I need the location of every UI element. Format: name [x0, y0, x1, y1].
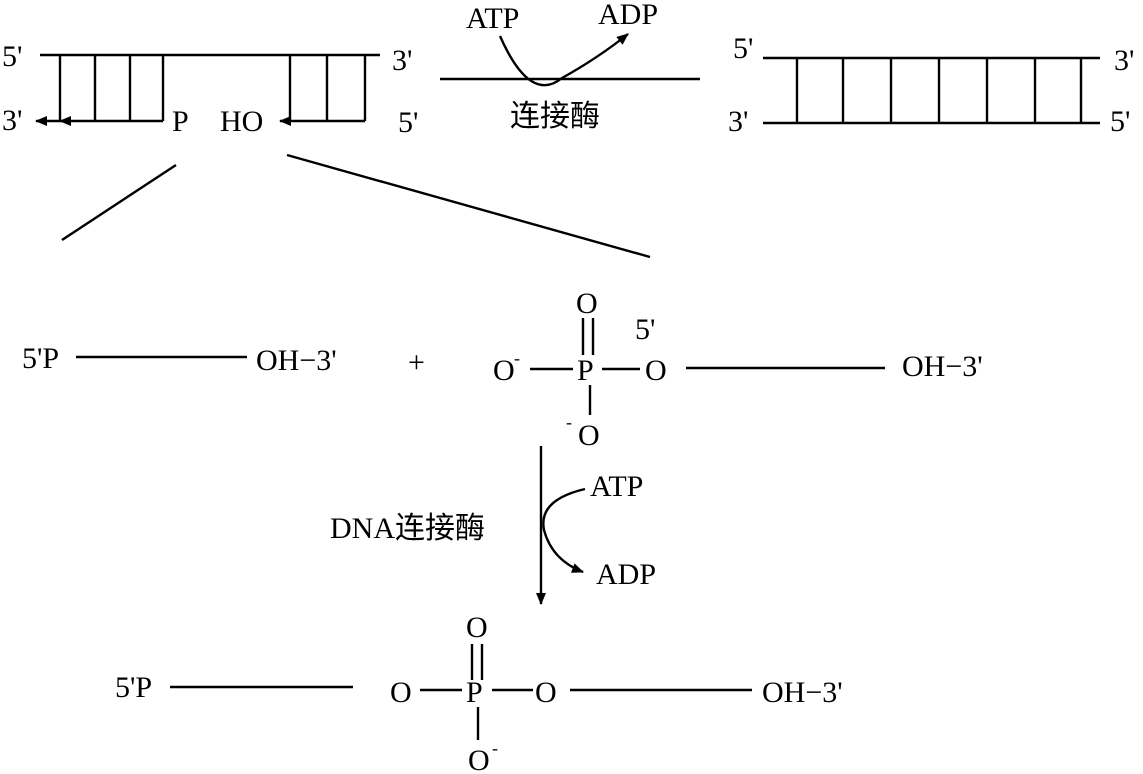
left-fragment-start: 5'P: [22, 342, 59, 375]
product: 5'P O O P O O - OH−3': [115, 611, 843, 774]
product-left-o: O: [390, 676, 412, 709]
base-pair-rungs-left: [58, 55, 165, 121]
atp-label-middle: ATP: [590, 470, 643, 503]
reactants: 5'P OH−3' + O 5' O - P O - O OH−3': [22, 287, 983, 452]
product-label-3prime-top: 3': [1114, 44, 1134, 77]
product-label-3prime-bottom: 3': [728, 105, 748, 138]
label-5prime-top-left: 5': [2, 40, 22, 73]
plus-sign: +: [408, 346, 425, 379]
phosphate-top-o: O: [576, 287, 598, 320]
phosphate-left-o: O: [493, 354, 515, 387]
ligase-reaction-top: ATP ADP 连接酶: [440, 0, 700, 134]
product-label-5prime-bottom: 5': [1110, 105, 1130, 138]
ligase-label-top: 连接酶: [510, 99, 600, 134]
left-o-minus: -: [514, 348, 520, 368]
label-5prime-bottom-right: 5': [398, 106, 418, 139]
atp-adp-curve-middle: [542, 487, 586, 574]
product-rungs: [795, 58, 1083, 123]
left-fragment-end: OH−3': [256, 344, 337, 377]
product-bottom-o-minus: -: [492, 738, 498, 758]
position-5prime-label: 5': [635, 313, 655, 346]
zoom-line-left: [61, 163, 177, 242]
base-pair-rungs-right: [288, 55, 367, 121]
product-bottom-o: O: [468, 744, 490, 774]
product-label-5prime-top: 5': [733, 32, 753, 65]
product-top-o: O: [466, 611, 488, 644]
sealed-dna: 5' 3' 3' 5': [728, 32, 1134, 138]
ligation-arrow: DNA连接酶 ATP ADP: [330, 446, 656, 605]
atp-adp-curve-top: [498, 33, 629, 87]
phosphate-bottom-o: O: [578, 419, 600, 452]
label-3prime-top-right: 3': [392, 44, 412, 77]
phosphate-group-product: O O P O O -: [390, 611, 557, 774]
dna-ligase-label: DNA连接酶: [330, 512, 485, 545]
phosphate-right-o: O: [645, 354, 667, 387]
nick-hydroxyl-label: HO: [220, 105, 263, 138]
product-end: OH−3': [762, 676, 843, 709]
product-start: 5'P: [115, 671, 152, 704]
phosphate-p: P: [577, 354, 594, 387]
bottom-o-minus: -: [566, 412, 572, 432]
phosphate-group-reactant: O 5' O - P O - O: [493, 287, 667, 452]
adp-label-middle: ADP: [596, 558, 656, 591]
product-p: P: [466, 676, 483, 709]
right-fragment-end: OH−3': [902, 350, 983, 383]
atp-label-top: ATP: [466, 2, 519, 35]
zoom-line-right: [286, 153, 651, 259]
label-3prime-bottom-left: 3': [2, 104, 22, 137]
product-right-o: O: [535, 676, 557, 709]
adp-label-top: ADP: [598, 0, 658, 31]
nicked-dna: 5' 3' 3' 5' P HO: [2, 40, 651, 259]
nick-phosphate-label: P: [172, 105, 189, 138]
